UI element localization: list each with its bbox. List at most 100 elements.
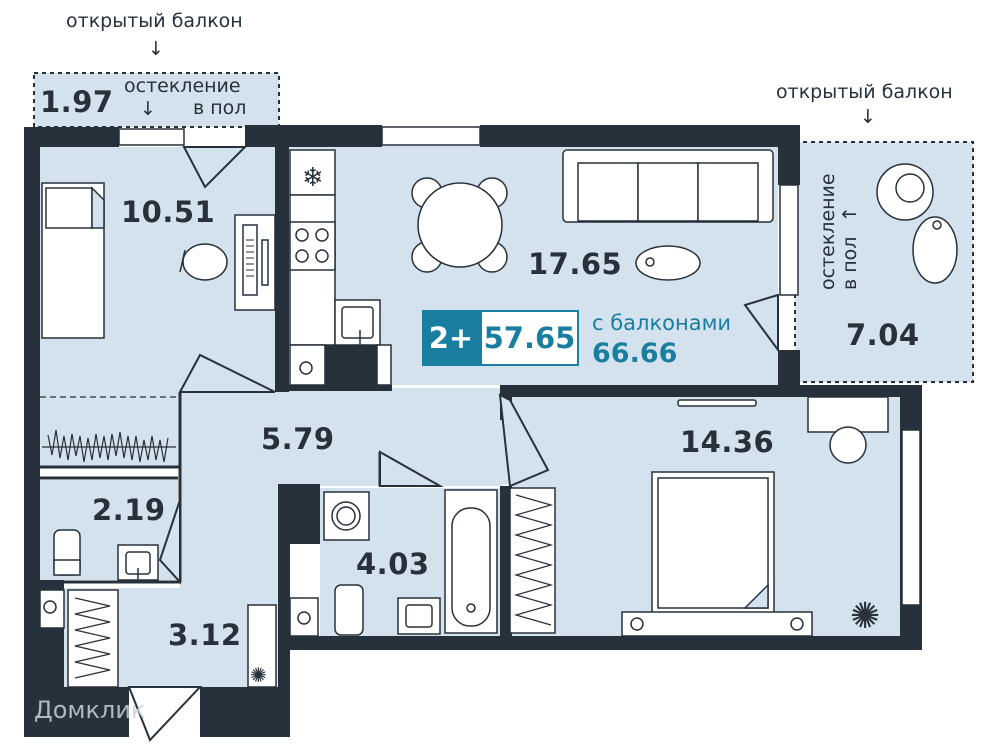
door-balcony-left xyxy=(182,146,248,189)
snowflake-icon: ❄ xyxy=(302,163,324,193)
wall-living-right-low xyxy=(778,350,800,395)
living-furniture xyxy=(411,149,774,281)
entrance-furniture: ✺ xyxy=(39,589,277,688)
entrance-plant-icon: ✺ xyxy=(250,663,267,687)
arrow-down-icon: ↓ xyxy=(860,106,876,128)
double-bed-inner xyxy=(657,477,769,609)
note-glazing-right-1: остекление xyxy=(817,173,839,290)
chair-seat xyxy=(182,243,228,281)
kitchen-furniture xyxy=(289,149,392,386)
wall-mid-vertical xyxy=(275,147,289,392)
bed-blanket-fold xyxy=(91,186,105,229)
bedroom-left-furniture xyxy=(40,182,276,463)
area-toilet: 2.19 xyxy=(92,493,166,527)
door-balcony-right xyxy=(743,293,779,354)
double-bed-fold xyxy=(743,583,769,609)
window-living-top xyxy=(381,126,481,146)
arrow-down-icon: ↓ xyxy=(140,98,156,120)
note-glazing-left-1: остекление xyxy=(124,75,241,97)
burner-4 xyxy=(315,249,329,263)
sofa-seat-3 xyxy=(697,162,759,222)
wall-top-right xyxy=(480,125,800,147)
laptop xyxy=(242,224,258,296)
dining-table xyxy=(417,182,503,268)
arrow-up-icon: ↑ xyxy=(839,206,861,222)
bedroom-chair xyxy=(829,426,867,464)
area-bedroom-left: 10.51 xyxy=(121,195,216,229)
balcony-left-outline xyxy=(33,72,280,128)
coffee-table-decor xyxy=(645,257,655,267)
wall-bedroom-top xyxy=(500,385,920,397)
window-bedroom-right xyxy=(901,429,921,606)
stove xyxy=(289,221,336,271)
mouse xyxy=(261,239,269,286)
coffee-table xyxy=(635,245,701,281)
area-hall: 5.79 xyxy=(261,422,335,456)
door-living xyxy=(498,393,550,488)
burner-3 xyxy=(295,249,309,263)
sofa-seat-1 xyxy=(577,162,639,222)
area-living-kitchen: 17.65 xyxy=(528,247,623,281)
note-open-balcony-left: открытый балкон xyxy=(66,10,243,32)
kitchen-sink xyxy=(341,306,374,339)
door-bathroom xyxy=(379,450,444,487)
with-balconies-value: 66.66 xyxy=(592,338,678,369)
bin-cabinet xyxy=(289,344,326,386)
wall-bottom-right xyxy=(505,636,922,650)
tv xyxy=(677,399,757,407)
area-bathroom: 4.03 xyxy=(356,547,430,581)
entrance-shelf xyxy=(247,604,277,688)
bathroom-furniture xyxy=(289,489,498,637)
wall-entrance-bottom-left xyxy=(24,687,129,737)
note-glazing-left-2: в пол xyxy=(193,97,247,119)
toilet-furniture xyxy=(53,529,159,582)
bath-drain xyxy=(466,603,476,613)
area-bedroom-right: 14.36 xyxy=(680,425,775,459)
wall-entrance-bottom xyxy=(200,687,290,737)
window-bedroom-left xyxy=(118,128,185,146)
bath-sink xyxy=(405,604,433,628)
entrance-cabinet-circle xyxy=(43,600,57,614)
windows xyxy=(118,126,921,606)
entrance-wardrobe xyxy=(67,589,119,688)
with-balconies-label: с балконами xyxy=(592,311,732,335)
wall-entrance-right xyxy=(278,484,290,736)
bath-tub-inner xyxy=(451,507,491,627)
bath-toilet-bowl xyxy=(334,584,364,636)
total-area-badge: 57.65 xyxy=(480,310,579,366)
wall-top-mid xyxy=(245,125,382,147)
wall-bed-left-divider xyxy=(500,486,512,646)
bedroom-right-furniture xyxy=(509,396,889,637)
toilet-tank xyxy=(53,559,81,576)
bed-nightstands xyxy=(621,611,813,637)
fridge xyxy=(289,149,336,196)
burner-2 xyxy=(315,228,329,242)
doors xyxy=(127,146,779,742)
door-toilet xyxy=(158,499,181,585)
balcony-table-decor xyxy=(932,220,942,230)
bath-bin-circle xyxy=(297,611,311,625)
door-entrance xyxy=(127,686,203,742)
nightstand-right xyxy=(790,617,804,631)
burner-1 xyxy=(295,228,309,242)
area-balcony-right: 7.04 xyxy=(846,318,920,352)
balcony-chair-seat xyxy=(895,173,925,203)
wall-top-left xyxy=(24,127,119,147)
wall-living-right xyxy=(778,125,800,185)
balcony-left-floor xyxy=(34,73,279,127)
washing-drum-inner xyxy=(336,506,356,526)
bin xyxy=(299,361,313,375)
plant-icon: ✺ xyxy=(850,596,880,637)
window-living-right xyxy=(779,184,799,296)
balcony-right-furniture xyxy=(876,163,958,284)
wall-hall-top xyxy=(280,385,392,391)
door-bedroom-left xyxy=(178,353,276,393)
bedroom-wardrobe xyxy=(509,487,556,634)
area-balcony-left: 1.97 xyxy=(40,85,114,119)
area-entrance: 3.12 xyxy=(168,618,242,652)
note-glazing-right-2: в пол xyxy=(839,236,861,290)
sofa-seat-2 xyxy=(637,162,699,222)
wall-bath-bottom xyxy=(280,636,510,650)
wall-kitchen-block xyxy=(325,345,377,390)
